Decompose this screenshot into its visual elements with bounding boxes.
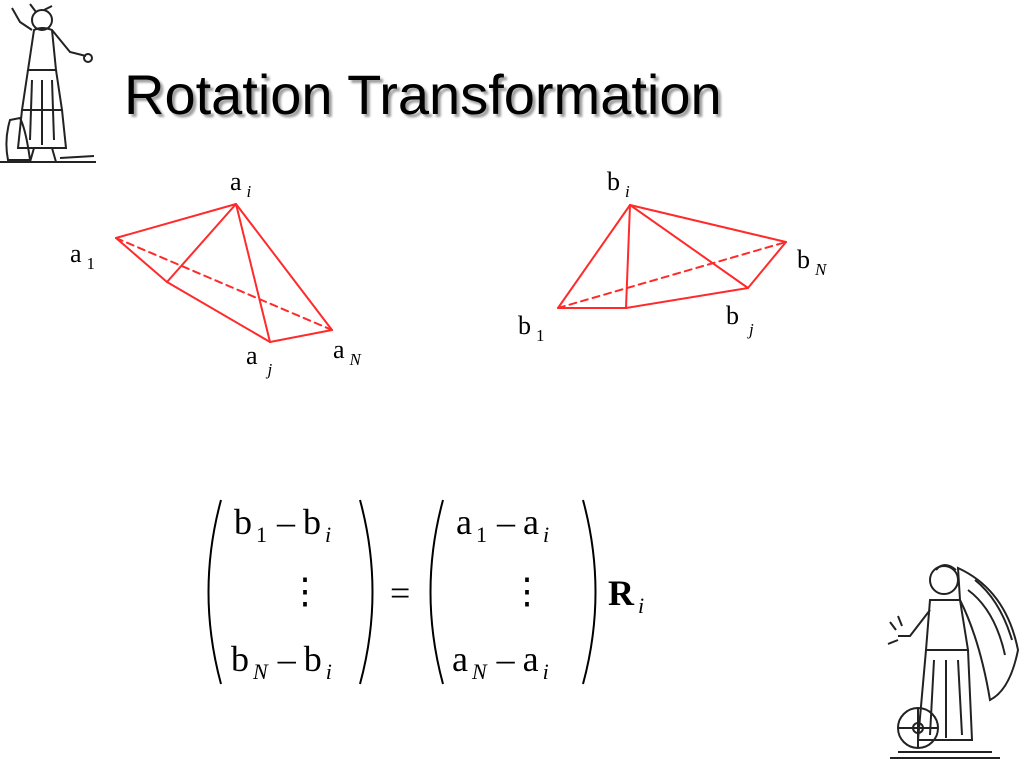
- label-b-1-sub: 1: [536, 326, 545, 345]
- label-a-j-sub: j: [266, 360, 273, 379]
- polyhedron-a-edge-j-N: [269, 329, 333, 343]
- polyhedron-b-edge-i-one: [557, 204, 631, 309]
- right-matrix-close-paren: [582, 499, 597, 685]
- label-b-j-sub: j: [747, 320, 754, 339]
- label-b-N-base: b: [797, 245, 810, 274]
- label-b-N-sub: N: [814, 260, 828, 279]
- polyhedron-a-edge-m-j: [166, 281, 271, 343]
- polyhedron-a: a i a 1 a j a N: [70, 167, 363, 379]
- label-b-1-base: b: [518, 311, 531, 340]
- label-a-1: a 1: [70, 239, 95, 273]
- polyhedron-b-edges: [557, 204, 787, 309]
- polyhedron-a-edge-i-j: [235, 203, 271, 343]
- polyhedron-a-edge-one-m: [115, 237, 168, 283]
- label-a-1-base: a: [70, 239, 82, 268]
- label-a-j: a j: [246, 341, 273, 379]
- right-matrix-vdots: ⋮: [509, 571, 545, 611]
- polyhedron-a-edge-one-N: [115, 237, 333, 331]
- label-b-1: b 1: [518, 311, 545, 345]
- right-matrix-bottom-row: a N – a i: [452, 639, 549, 684]
- left-matrix-close-paren: [359, 499, 374, 685]
- equals-sign: =: [390, 573, 410, 613]
- label-a-j-base: a: [246, 341, 258, 370]
- polyhedron-a-edge-i-one: [115, 203, 237, 239]
- left-matrix-bottom-row: b N – b i: [231, 639, 332, 684]
- label-b-i: b i: [607, 167, 630, 201]
- label-a-i: a i: [230, 167, 252, 201]
- label-b-i-sub: i: [625, 182, 630, 201]
- left-matrix-vdots: ⋮: [287, 571, 323, 611]
- label-a-N-sub: N: [349, 350, 363, 369]
- label-b-j: b j: [726, 301, 754, 339]
- label-a-1-sub: 1: [87, 254, 96, 273]
- polyhedron-a-edge-i-N: [235, 203, 333, 331]
- label-b-N: b N: [797, 245, 828, 279]
- right-matrix-open-paren: [429, 499, 444, 685]
- polyhedron-b: b i b N b j b 1: [518, 167, 828, 345]
- label-a-i-base: a: [230, 167, 242, 196]
- label-a-N: a N: [333, 335, 363, 369]
- polyhedron-b-edge-m-j: [625, 287, 749, 309]
- left-matrix-top-row: b 1 – b i: [234, 502, 331, 547]
- label-a-N-base: a: [333, 335, 345, 364]
- classical-figure-illustration: [0, 3, 96, 163]
- polyhedron-b-edge-j-N: [747, 241, 787, 289]
- polyhedron-b-edge-i-j: [629, 204, 749, 289]
- left-matrix-open-paren: [207, 499, 222, 685]
- polyhedron-b-edge-i-m: [625, 204, 631, 309]
- rotation-matrix-term: R i: [608, 573, 644, 618]
- label-b-i-base: b: [607, 167, 620, 196]
- polyhedron-b-edge-one-N: [557, 241, 787, 309]
- polyhedron-a-edge-i-m: [166, 203, 237, 283]
- label-b-j-base: b: [726, 301, 739, 330]
- slide-title: Rotation Transformation: [124, 63, 722, 126]
- right-matrix-top-row: a 1 – a i: [456, 502, 549, 547]
- winged-figure-illustration: [887, 564, 1020, 759]
- polyhedron-a-edges: [115, 203, 333, 343]
- polyhedron-b-edge-i-N: [629, 204, 787, 243]
- rotation-equation: b 1 – b i ⋮ b N – b i = a 1 – a: [207, 499, 644, 685]
- label-a-i-sub: i: [247, 182, 252, 201]
